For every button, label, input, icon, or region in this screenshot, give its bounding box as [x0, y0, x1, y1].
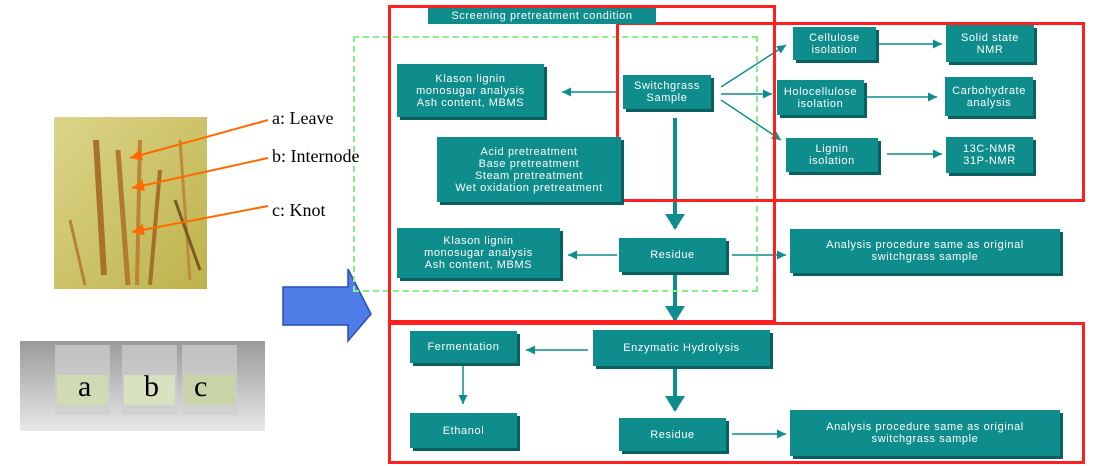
- vials-photo: [20, 341, 265, 431]
- klason-analysis-top-box: Klason lignin monosugar analysis Ash con…: [397, 64, 544, 117]
- big-blue-arrow: [282, 268, 372, 344]
- pretreatments-box: Acid pretreatment Base pretreatment Stea…: [437, 137, 621, 202]
- switchgrass-sample-box: Switchgrass Sample: [623, 75, 711, 109]
- vial-label-a: a: [78, 370, 92, 403]
- switchgrass-photo: [54, 117, 207, 289]
- lignin-isolation-box: Lignin isolation: [786, 138, 878, 172]
- solid-state-nmr-box: Solid state NMR: [946, 25, 1034, 62]
- analysis-procedure-bottom-box: Analysis procedure same as original swit…: [790, 410, 1060, 456]
- residue-top-box: Residue: [619, 238, 726, 272]
- holocellulose-isolation-box: Holocellulose isolation: [777, 80, 864, 115]
- cellulose-isolation-box: Cellulose isolation: [793, 27, 876, 60]
- vial-label-b: b: [144, 370, 159, 403]
- label-leave: a: Leave: [272, 108, 334, 128]
- isolation-red-frame: [616, 22, 1085, 202]
- analysis-procedure-top-box: Analysis procedure same as original swit…: [790, 229, 1060, 273]
- label-internode: b: Internode: [272, 146, 360, 166]
- vial-label-c: c: [194, 370, 208, 403]
- ethanol-box: Ethanol: [410, 413, 517, 448]
- klason-analysis-mid-box: Klason lignin monosugar analysis Ash con…: [397, 228, 560, 278]
- fermentation-box: Fermentation: [410, 331, 517, 363]
- connector-lines: [458, 39, 942, 439]
- carbohydrate-analysis-box: Carbohydrate analysis: [945, 77, 1033, 116]
- hydrolysis-red-frame: [388, 322, 1085, 464]
- nmr-13c-31p-box: 13C-NMR 31P-NMR: [946, 137, 1033, 173]
- screening-red-frame: [388, 5, 776, 323]
- screening-dashed-frame: [353, 36, 758, 292]
- enzymatic-hydrolysis-box: Enzymatic Hydrolysis: [593, 330, 770, 366]
- label-knot: c: Knot: [272, 200, 326, 220]
- screening-title-box: Screening pretreatment condition: [428, 8, 656, 24]
- photo-pointer-arrows: [129, 119, 269, 236]
- residue-bottom-box: Residue: [619, 418, 726, 451]
